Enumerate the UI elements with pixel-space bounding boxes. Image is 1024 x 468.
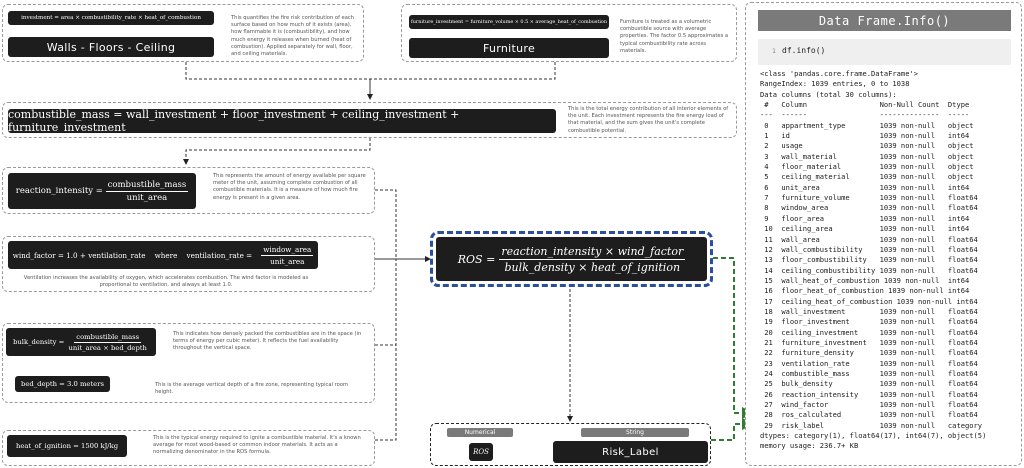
furniture-label: Furniture: [409, 38, 609, 58]
reaction-section: reaction_intensity = combustible_mass un…: [2, 167, 375, 214]
ros-fraction: reaction_intensity × wind_factor bulk_de…: [499, 244, 686, 274]
heat-to-ros-connector: [375, 345, 397, 441]
info-output: <class 'pandas.core.frame.DataFrame'> Ra…: [760, 69, 987, 451]
walls-to-combustible-connector: [185, 62, 370, 80]
code-text: df.info(): [782, 46, 826, 55]
bulk-description: This indicates how densely packed the co…: [173, 331, 362, 352]
furniture-section: furniture_investment = furniture_volume …: [401, 4, 737, 62]
furniture-to-combustible-connector: [370, 62, 556, 80]
ros-to-info-green-arrow: [713, 257, 754, 419]
reaction-numerator: combustible_mass: [105, 179, 189, 192]
reaction-description: This represents the amount of energy ava…: [213, 173, 366, 201]
reaction-formula: reaction_intensity = combustible_mass un…: [8, 173, 196, 209]
heat-formula: heat_of_ignition = 1500 kJ/kg: [7, 435, 127, 457]
furniture-formula: furniture_investment = furniture_volume …: [409, 15, 609, 29]
wind-fraction: window_area unit_area: [261, 244, 314, 266]
numerical-chip: Numerical: [447, 428, 513, 437]
ros-symbol: ROS: [469, 443, 493, 461]
walls-section: investment = area × combustibility_rate …: [2, 4, 364, 62]
bulk-to-ros-connector: [375, 259, 397, 346]
combustible-formula: combustible_mass = wall_investment + flo…: [8, 108, 556, 134]
wind-lhs: wind_factor = 1.0 + ventilation_rate whe…: [12, 250, 253, 260]
bulk-numerator: combustible_mass: [74, 332, 142, 343]
bulk-section: bulk_density = combustible_mass unit_are…: [2, 323, 375, 403]
heat-section: heat_of_ignition = 1500 kJ/kg This is th…: [2, 430, 375, 466]
bulk-formula: bulk_density = combustible_mass unit_are…: [6, 328, 156, 356]
bulk-fraction: combustible_mass unit_area × bed_depth: [67, 333, 149, 352]
combustible-to-reaction-connector: [183, 138, 371, 165]
risk-label-box: Risk_Label: [553, 441, 708, 463]
cell-number: 1: [772, 47, 776, 55]
walls-formula: investment = area × combustibility_rate …: [8, 11, 214, 25]
info-title: Data Frame.Info(): [758, 10, 1011, 31]
reaction-denominator: unit_area: [126, 192, 168, 203]
bed-formula: bed_depth = 3.0 meters: [15, 376, 110, 392]
code-cell[interactable]: 1 df.info(): [758, 39, 1011, 65]
wind-description: Ventilation increases the availability o…: [23, 275, 309, 289]
bulk-denominator: unit_area × bed_depth: [68, 343, 147, 352]
walls-label: Walls - Floors - Ceiling: [8, 37, 214, 57]
output-to-info-green-arrow: [711, 418, 754, 441]
info-panel: Data Frame.Info() 1 df.info() <class 'pa…: [745, 2, 1022, 466]
ros-section: ROS = reaction_intensity × wind_factor b…: [430, 231, 713, 287]
walls-description: This quantifies the fire risk contributi…: [231, 15, 355, 58]
combustible-description: This is the total energy contribution of…: [568, 106, 729, 134]
furniture-description: Furniture is treated as a volumetric com…: [620, 19, 729, 54]
wind-formula: wind_factor = 1.0 + ventilation_rate whe…: [8, 241, 318, 269]
wind-denominator: unit_area: [270, 256, 305, 266]
wind-numerator: window_area: [261, 244, 314, 256]
wind-section: wind_factor = 1.0 + ventilation_rate whe…: [2, 236, 375, 292]
ros-formula: ROS = reaction_intensity × wind_factor b…: [436, 237, 707, 281]
bulk-lhs: bulk_density =: [13, 338, 65, 346]
combustible-section: combustible_mass = wall_investment + flo…: [2, 102, 737, 138]
ros-denominator: bulk_density × heat_of_ignition: [504, 260, 681, 274]
reaction-fraction: combustible_mass unit_area: [105, 179, 189, 203]
ros-lhs: ROS =: [457, 252, 496, 266]
heat-description: This is the typical energy required to i…: [153, 435, 361, 456]
output-section: Numerical String ROS Risk_Label: [430, 423, 711, 466]
bed-description: This is the average vertical depth of a …: [155, 382, 349, 396]
ros-numerator: reaction_intensity × wind_factor: [499, 244, 686, 260]
string-chip: String: [581, 428, 689, 437]
reaction-lhs: reaction_intensity =: [15, 186, 103, 196]
reaction-to-ros-connector: [375, 189, 397, 259]
